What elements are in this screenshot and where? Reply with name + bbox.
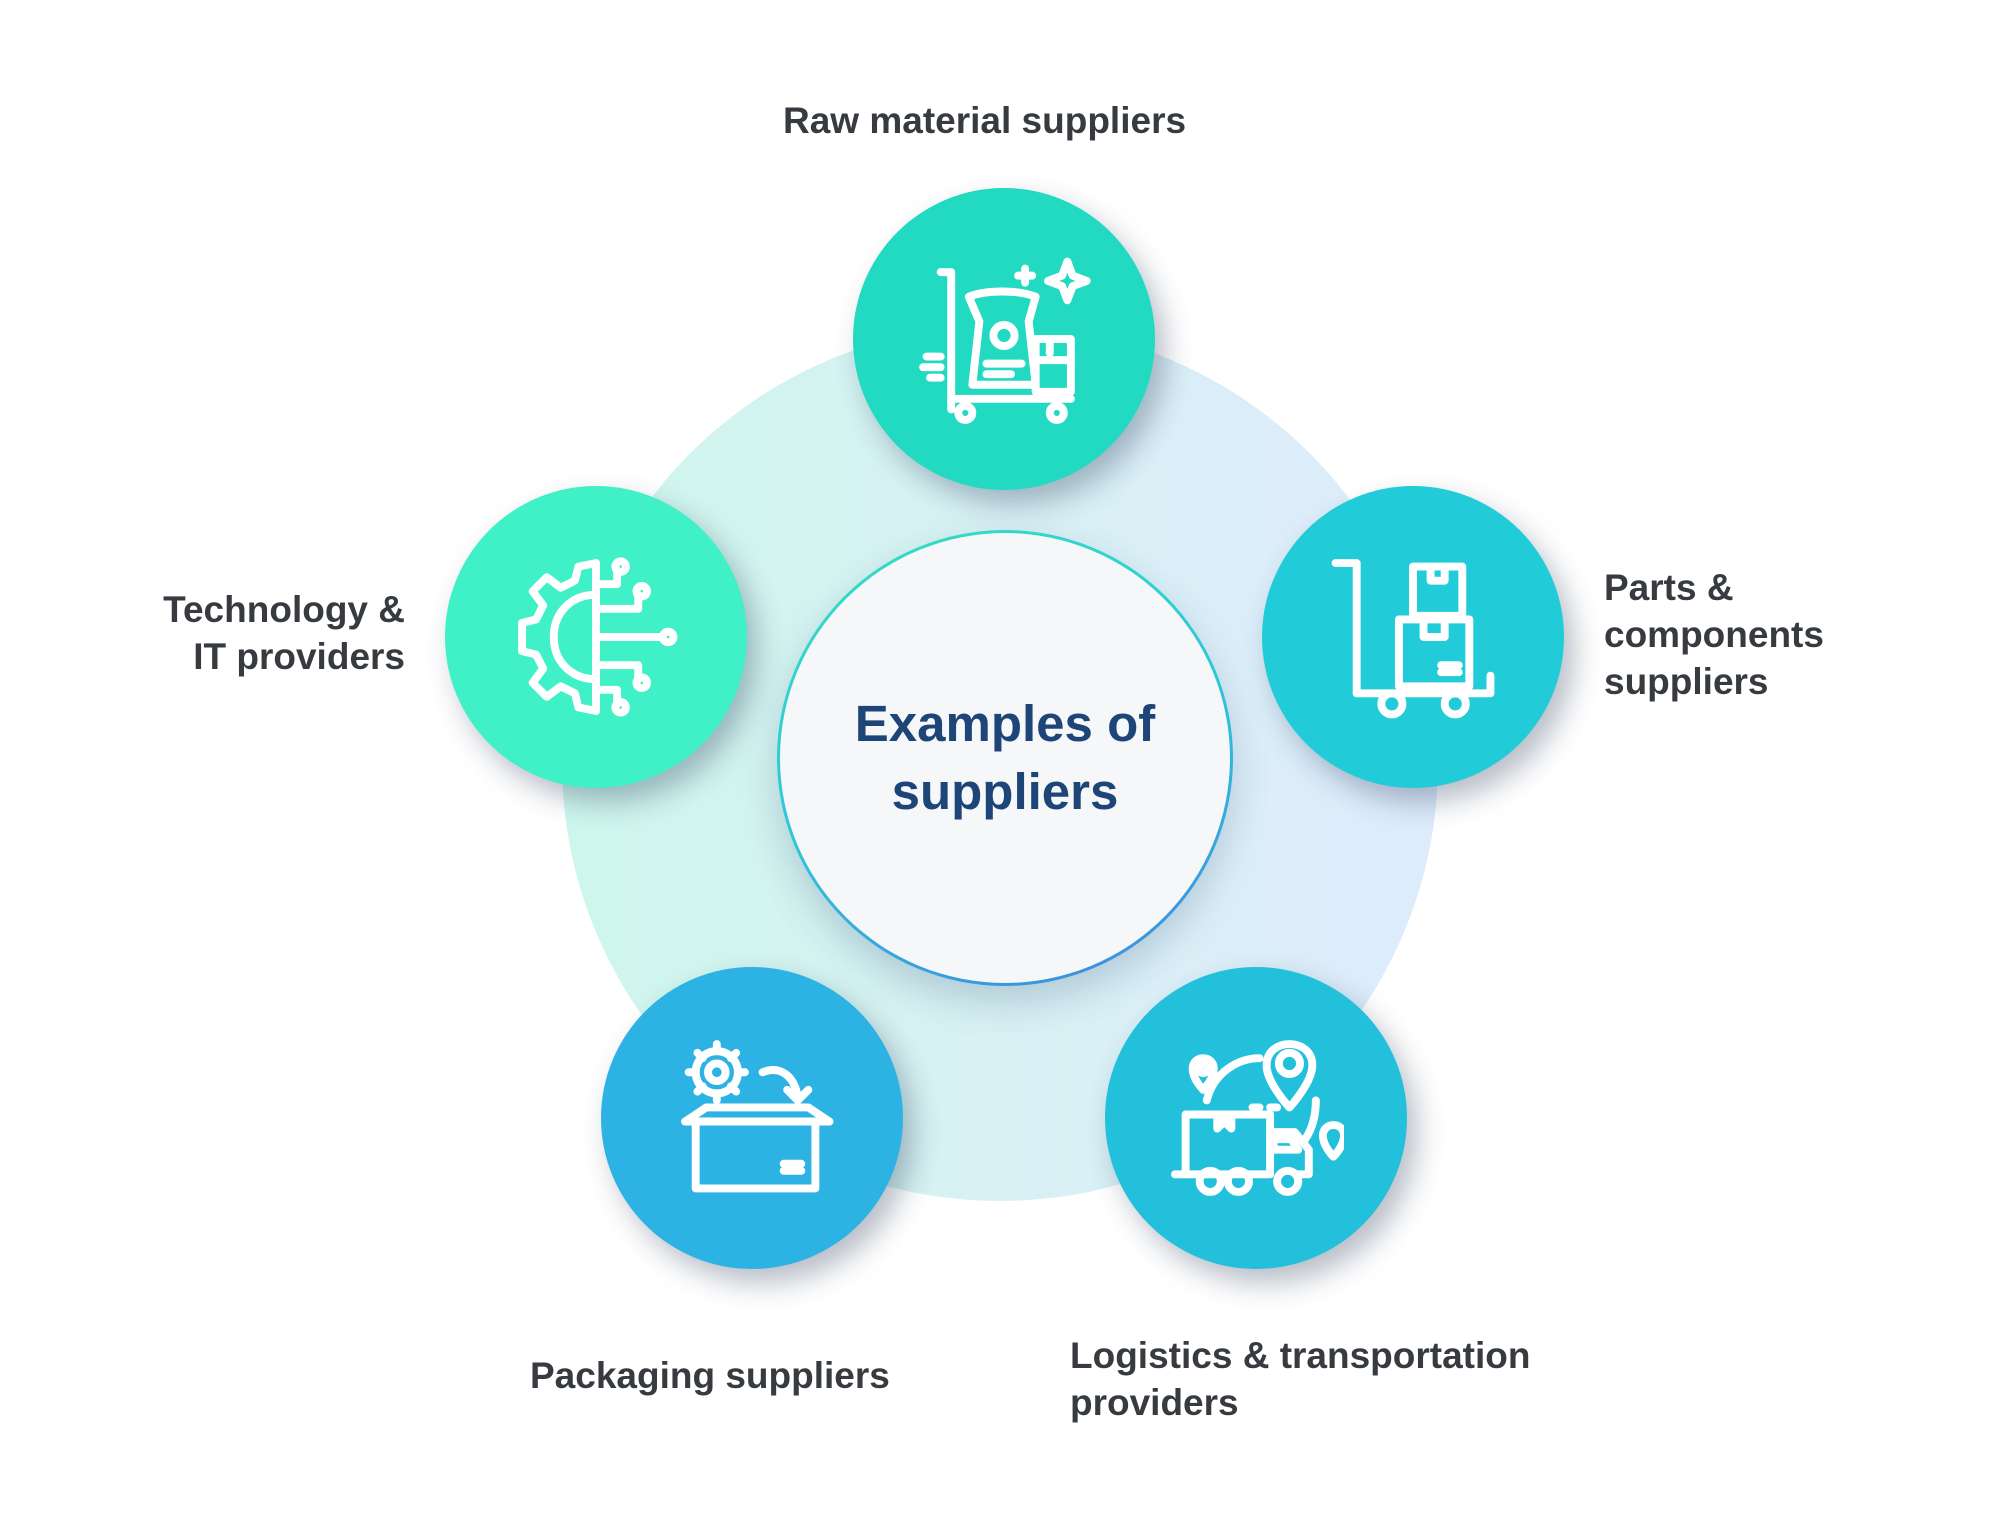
center-title-line-1: Examples of <box>854 695 1156 752</box>
center-title-line-2: suppliers <box>891 763 1119 820</box>
label-line: IT providers <box>193 636 405 677</box>
center-circle: Examples of suppliers <box>777 530 1233 986</box>
label-line: Logistics & transportation <box>1070 1335 1531 1376</box>
node-logistics <box>1105 967 1407 1269</box>
material-cart-icon <box>919 257 1091 424</box>
gear-box-icon <box>681 1040 834 1193</box>
node-raw-material <box>853 188 1155 490</box>
label-line: Packaging suppliers <box>530 1355 890 1396</box>
label-line: Raw material suppliers <box>783 100 1187 141</box>
center-title: Examples of suppliers <box>840 690 1170 826</box>
label-packaging: Packaging suppliers <box>530 1352 890 1399</box>
label-technology: Technology & IT providers <box>100 586 405 680</box>
delivery-truck-location-icon <box>1171 1040 1344 1196</box>
label-raw-material: Raw material suppliers <box>783 97 1186 144</box>
gear-circuit-icon <box>518 557 678 717</box>
label-line: components <box>1604 614 1824 655</box>
hand-truck-boxes-icon <box>1331 559 1495 719</box>
node-packaging <box>601 967 903 1269</box>
node-parts-components <box>1262 486 1564 788</box>
label-logistics: Logistics & transportation providers <box>1070 1332 1530 1426</box>
label-line: suppliers <box>1604 661 1769 702</box>
label-parts-components: Parts & components suppliers <box>1604 564 1824 705</box>
label-line: Parts & <box>1604 567 1734 608</box>
label-line: Technology & <box>163 589 405 630</box>
node-technology <box>445 486 747 788</box>
label-line: providers <box>1070 1382 1239 1423</box>
